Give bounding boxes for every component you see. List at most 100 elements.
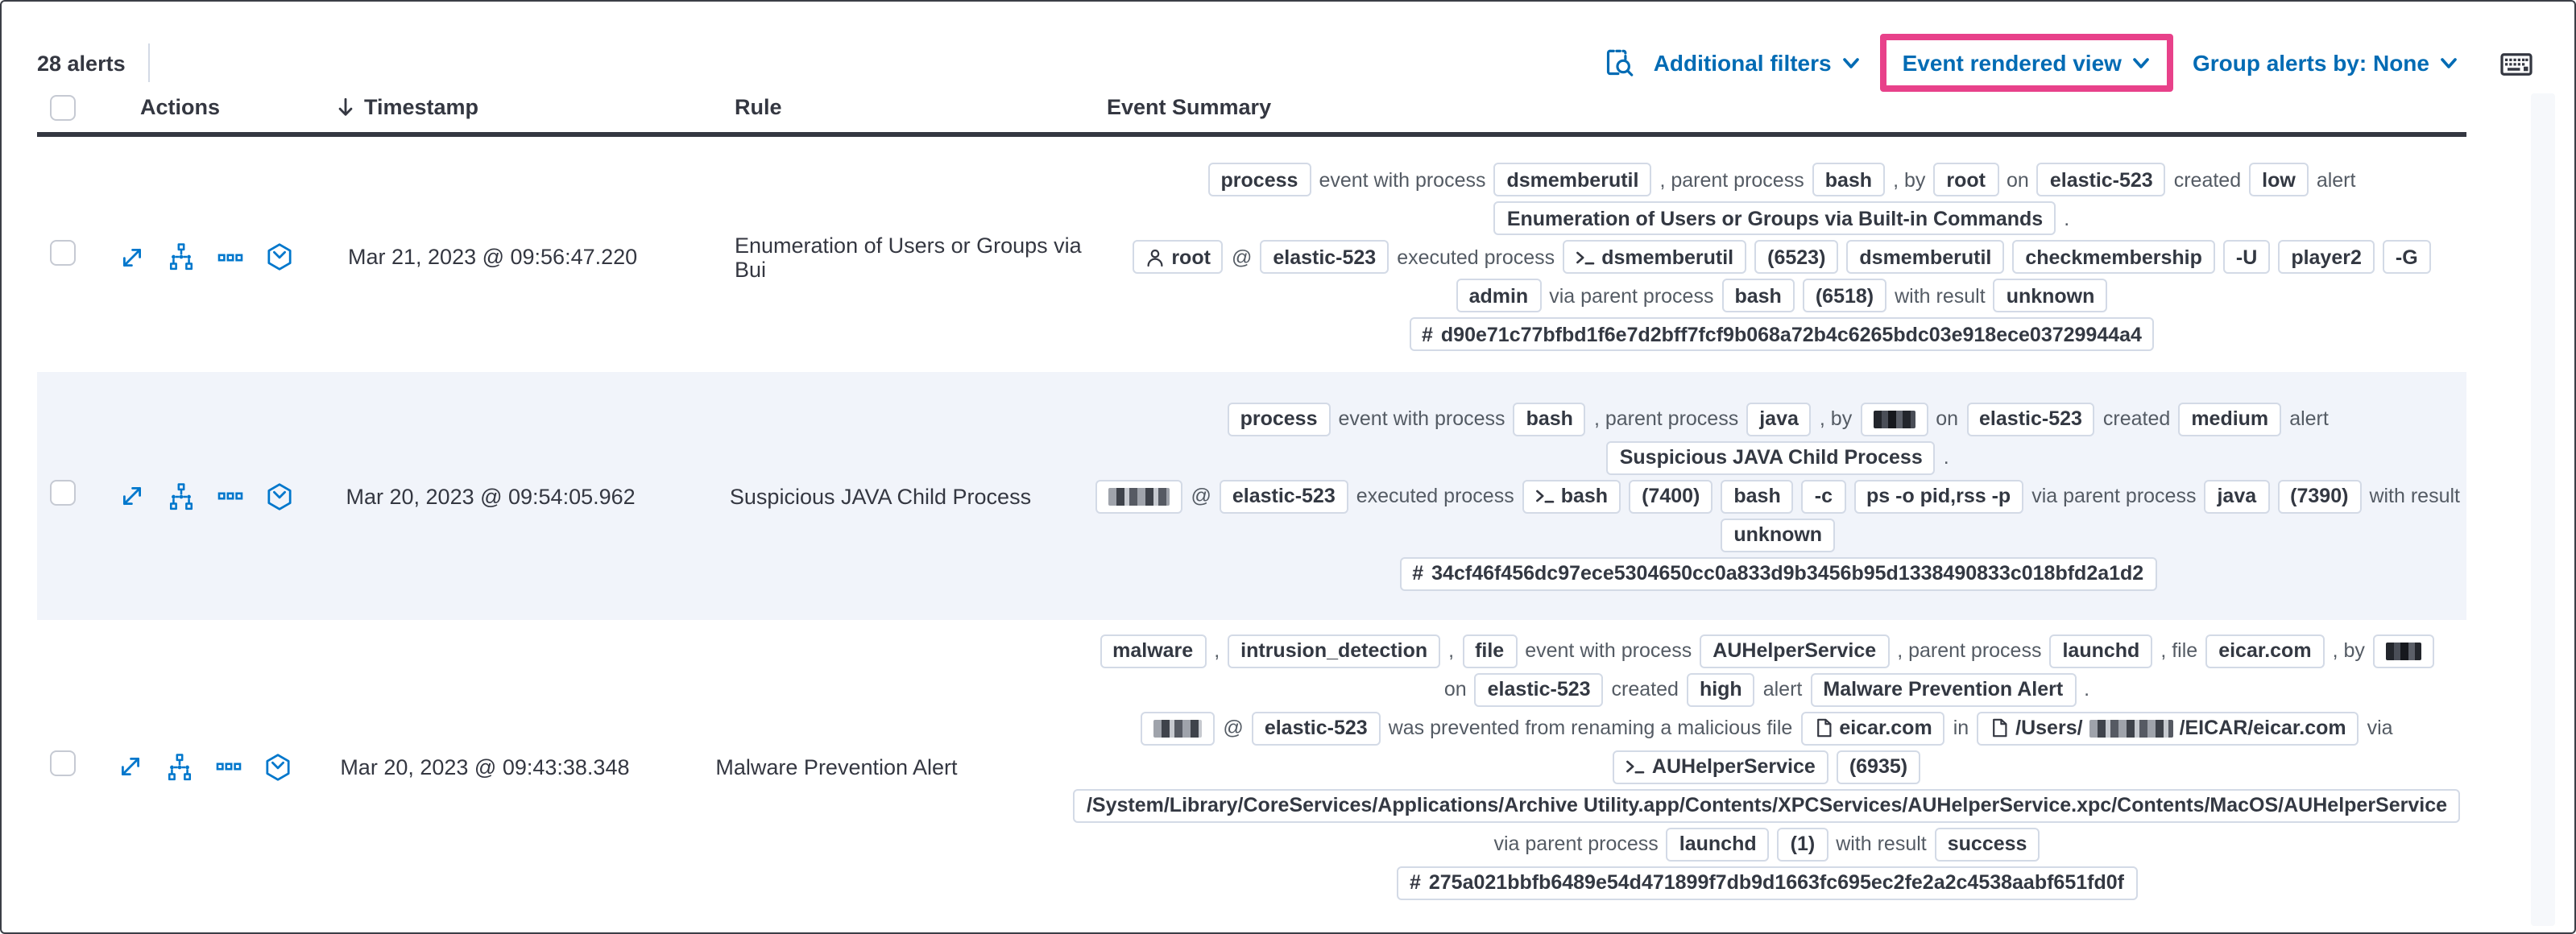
- redacted-value: [1873, 410, 1915, 428]
- row-checkbox[interactable]: [50, 750, 76, 775]
- field-badge[interactable]: root: [1933, 163, 1999, 196]
- field-badge[interactable]: bash: [1721, 279, 1795, 312]
- field-badge[interactable]: AUHelperService: [1613, 750, 1828, 783]
- field-badge[interactable]: -U: [2222, 240, 2271, 274]
- field-badge[interactable]: java: [1746, 402, 1812, 436]
- field-badge[interactable]: -G: [2382, 240, 2431, 274]
- field-badge[interactable]: elastic-523: [1474, 672, 1604, 706]
- summary-text: with result: [2369, 485, 2460, 507]
- row-checkbox[interactable]: [50, 479, 76, 505]
- field-badge[interactable]: dsmemberutil: [1493, 163, 1652, 196]
- field-badge[interactable]: [1141, 711, 1216, 745]
- hash-icon: #: [1422, 323, 1433, 345]
- field-badge[interactable]: intrusion_detection: [1228, 634, 1441, 667]
- field-badge[interactable]: #275a021bbfb6489e54d471899f7db9d1663fc69…: [1396, 866, 2137, 899]
- field-badge[interactable]: elastic-523: [2036, 163, 2166, 196]
- expand-alert-button[interactable]: [118, 754, 143, 779]
- field-badge[interactable]: (1): [1777, 827, 1828, 861]
- analyze-event-button[interactable]: [168, 482, 195, 510]
- field-badge[interactable]: #d90e71c77bfbd1f6e7d2bff7fcf9b068a72b4c6…: [1409, 317, 2155, 351]
- inspect-icon[interactable]: [1605, 48, 1634, 77]
- summary-text: via parent process: [2031, 485, 2197, 507]
- more-actions-button[interactable]: [216, 754, 242, 779]
- field-badge[interactable]: root: [1133, 240, 1224, 274]
- expand-alert-button[interactable]: [119, 244, 145, 270]
- field-badge[interactable]: elastic-523: [1966, 402, 2095, 436]
- field-badge[interactable]: -c: [1801, 479, 1845, 513]
- highlight-box: Event rendered view: [1879, 34, 2173, 92]
- summary-text: ,: [1448, 639, 1455, 662]
- analyze-event-button[interactable]: [168, 243, 195, 271]
- summary-text: on: [1936, 407, 1959, 430]
- view-selector-button[interactable]: Event rendered view: [1903, 50, 2151, 76]
- additional-filters-button[interactable]: Additional filters: [1654, 50, 1861, 76]
- field-badge[interactable]: checkmembership: [2012, 240, 2215, 274]
- more-actions-button[interactable]: [217, 244, 243, 270]
- field-badge[interactable]: eicar.com: [1800, 711, 1945, 745]
- field-badge[interactable]: low: [2249, 163, 2309, 196]
- analyze-event-button[interactable]: [166, 753, 193, 780]
- field-badge[interactable]: bash: [1812, 163, 1886, 196]
- field-badge[interactable]: high: [1686, 672, 1755, 706]
- open-session-view-button[interactable]: [266, 482, 293, 510]
- alerts-count: 28 alerts: [37, 51, 126, 75]
- more-actions-button[interactable]: [217, 483, 243, 509]
- row-checkbox[interactable]: [50, 240, 76, 266]
- field-badge[interactable]: dsmemberutil: [1563, 240, 1747, 274]
- keyboard-shortcuts-button[interactable]: [2500, 49, 2533, 76]
- expand-alert-button[interactable]: [119, 483, 145, 509]
- field-badge[interactable]: [1860, 402, 1928, 436]
- summary-text: ,: [1214, 639, 1220, 662]
- field-badge[interactable]: elastic-523: [1251, 711, 1381, 745]
- field-badge[interactable]: (6523): [1754, 240, 1839, 274]
- field-badge[interactable]: elastic-523: [1260, 240, 1389, 274]
- field-badge[interactable]: ps -o pid,rss -p: [1853, 479, 2024, 513]
- field-badge[interactable]: (6518): [1802, 279, 1887, 312]
- summary-text: .: [2084, 678, 2090, 700]
- group-alerts-by-button[interactable]: Group alerts by: None: [2193, 50, 2458, 76]
- field-badge[interactable]: process: [1207, 163, 1311, 196]
- field-badge[interactable]: unknown: [1993, 279, 2108, 312]
- field-badge[interactable]: bash: [1721, 479, 1794, 513]
- field-badge[interactable]: launchd: [1666, 827, 1770, 861]
- terminal-icon: [1535, 486, 1555, 506]
- field-badge[interactable]: [2372, 634, 2434, 667]
- select-all-checkbox[interactable]: [50, 94, 76, 120]
- field-badge[interactable]: /System/Library/CoreServices/Application…: [1073, 788, 2461, 822]
- open-session-view-button[interactable]: [264, 753, 292, 780]
- field-badge[interactable]: dsmemberutil: [1846, 240, 2005, 274]
- summary-text: , by: [1819, 407, 1853, 430]
- field-badge[interactable]: admin: [1456, 279, 1542, 312]
- field-badge[interactable]: unknown: [1721, 518, 1836, 552]
- field-badge[interactable]: Suspicious JAVA Child Process: [1606, 440, 1936, 474]
- field-badge[interactable]: process: [1227, 402, 1331, 436]
- field-badge[interactable]: bash: [1522, 479, 1621, 513]
- field-badge[interactable]: (7400): [1629, 479, 1713, 513]
- field-badge[interactable]: elastic-523: [1219, 479, 1348, 513]
- user-icon: [1145, 247, 1165, 267]
- field-badge[interactable]: Enumeration of Users or Groups via Built…: [1493, 201, 2056, 235]
- field-badge[interactable]: malware: [1100, 634, 1207, 667]
- open-session-view-button[interactable]: [266, 243, 293, 271]
- alert-rule: Enumeration of Users or Groups via Bui: [735, 233, 1082, 281]
- field-badge[interactable]: /Users//EICAR/eicar.com: [1977, 711, 2359, 745]
- field-badge[interactable]: medium: [2178, 402, 2282, 436]
- field-badge[interactable]: launchd: [2049, 634, 2153, 667]
- field-badge[interactable]: #34cf46f456dc97ece5304650cc0a833d9b3456b…: [1399, 556, 2157, 590]
- toolbar-divider: [147, 43, 150, 82]
- column-header-timestamp[interactable]: Timestamp: [324, 95, 710, 119]
- field-badge[interactable]: file: [1462, 634, 1518, 667]
- vertical-scrollbar[interactable]: [2531, 93, 2555, 926]
- field-badge[interactable]: player2: [2278, 240, 2375, 274]
- field-badge[interactable]: (7390): [2277, 479, 2362, 513]
- field-badge[interactable]: (6935): [1836, 750, 1921, 783]
- field-badge[interactable]: AUHelperService: [1700, 634, 1890, 667]
- table-header-row: Actions Timestamp Rule Event Summary: [37, 82, 2466, 137]
- field-badge[interactable]: [1095, 479, 1183, 513]
- field-badge[interactable]: success: [1934, 827, 2040, 861]
- field-badge[interactable]: Malware Prevention Alert: [1810, 672, 2077, 706]
- field-badge[interactable]: java: [2204, 479, 2270, 513]
- field-badge[interactable]: bash: [1513, 402, 1586, 436]
- field-badge[interactable]: eicar.com: [2205, 634, 2325, 667]
